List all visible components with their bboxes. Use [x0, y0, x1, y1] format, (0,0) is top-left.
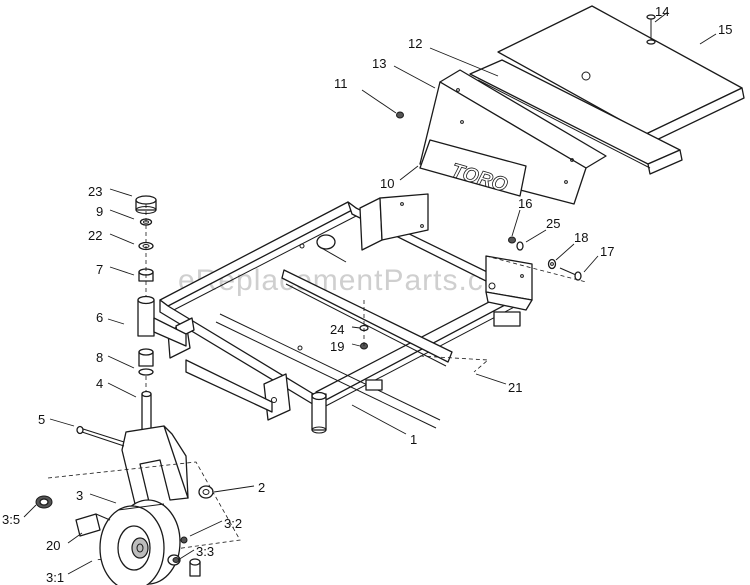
- callout-c17: 17: [600, 244, 614, 259]
- callout-c18: 18: [574, 230, 588, 245]
- callout-c4: 4: [96, 376, 103, 391]
- leader-c5: [49, 418, 75, 427]
- callout-c16: 16: [518, 196, 532, 211]
- callout-c20: 20: [46, 538, 60, 553]
- leader-c6: [107, 318, 125, 325]
- leader-c13: [393, 65, 436, 89]
- callout-c3_5: 3:5: [2, 512, 20, 527]
- leader-c15: [699, 33, 717, 45]
- leader-c24: [351, 326, 361, 329]
- leader-c4: [107, 382, 137, 398]
- callout-c1: 1: [410, 432, 417, 447]
- leader-c16: [511, 209, 521, 237]
- leader-c23: [109, 188, 133, 197]
- callout-c3_3: 3:3: [196, 544, 214, 559]
- part-17-bolt: [559, 267, 582, 281]
- callout-c25: 25: [546, 216, 560, 231]
- leader-c17: [583, 255, 599, 273]
- leader-c18: [555, 243, 575, 261]
- callout-c19: 19: [330, 339, 344, 354]
- leader-c22: [109, 233, 135, 245]
- leader-c8: [107, 355, 135, 369]
- part-1-frame: [159, 193, 533, 434]
- callout-c13: 13: [372, 56, 386, 71]
- callout-c21: 21: [508, 380, 522, 395]
- part-14-screw: [646, 14, 656, 45]
- part-16-nut: [508, 236, 516, 244]
- callout-c10: 10: [380, 176, 394, 191]
- leader-c19: [351, 343, 361, 347]
- callout-c23: 23: [88, 184, 102, 199]
- part-11-screw: [396, 111, 404, 119]
- callout-c6: 6: [96, 310, 103, 325]
- part-15-plate: [497, 5, 745, 145]
- leader-c3_3: [177, 549, 195, 561]
- callout-c12: 12: [408, 36, 422, 51]
- leader-c21: [475, 373, 507, 385]
- part-18-washer: [547, 258, 557, 270]
- callout-c7: 7: [96, 262, 103, 277]
- part-4-caster-fork: [121, 390, 189, 509]
- part-3-1-valve: [189, 558, 201, 577]
- leader-c3_5: [23, 504, 37, 518]
- callout-c3_2: 3:2: [224, 516, 242, 531]
- leader-c3_2: [189, 520, 223, 537]
- callout-labels: 1415121311102392276845162518172419211233…: [2, 4, 732, 585]
- part-3-wheel: [99, 499, 181, 585]
- leader-c7: [109, 266, 135, 276]
- leader-c12: [429, 47, 499, 77]
- leader-c25: [525, 229, 547, 243]
- part-20-spacer: [75, 513, 111, 537]
- callout-c11: 11: [334, 76, 348, 91]
- callout-c5: 5: [38, 412, 45, 427]
- part-10-decal: TORO: [419, 139, 527, 197]
- leader-c1: [351, 404, 407, 435]
- leader-c3_1: [67, 560, 93, 575]
- part-6-housing: [137, 295, 187, 347]
- part-3-3-bearing: [167, 554, 181, 566]
- leader-c14: [654, 11, 669, 23]
- callout-c8: 8: [96, 350, 103, 365]
- part-3-5-bearing: [35, 495, 53, 509]
- callout-c9: 9: [96, 204, 103, 219]
- leader-c3: [89, 493, 117, 504]
- leader-c20: [67, 532, 83, 544]
- callout-c3: 3: [76, 488, 83, 503]
- part-3-2-fitting: [180, 536, 188, 544]
- part-12-bracket: [469, 59, 683, 175]
- callout-c22: 22: [88, 228, 102, 243]
- part-8-bushing: [138, 348, 154, 376]
- callout-c15: 15: [718, 22, 732, 37]
- callout-c14: 14: [655, 4, 669, 19]
- part-25-washer: [516, 241, 524, 251]
- part-5-bolt: [76, 425, 125, 447]
- leader-c11: [361, 89, 397, 114]
- callout-c24: 24: [330, 322, 344, 337]
- leader-c9: [109, 209, 135, 220]
- leader-c10: [399, 165, 419, 181]
- callout-c2: 2: [258, 480, 265, 495]
- callout-c3_1: 3:1: [46, 570, 64, 585]
- leader-c2: [213, 485, 255, 493]
